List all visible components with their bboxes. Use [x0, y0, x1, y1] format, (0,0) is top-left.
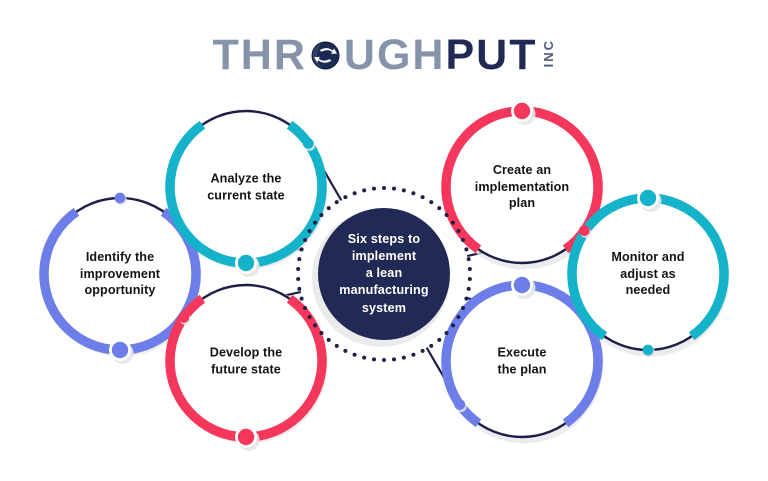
- small-dot-core: [578, 225, 590, 236]
- step-circle-execute-the-plan[interactable]: [441, 280, 604, 444]
- ring-dot: [437, 337, 442, 342]
- ring-dot: [382, 186, 386, 190]
- ring-dot: [319, 331, 324, 336]
- center-disc: [318, 208, 450, 340]
- ring-dot: [411, 352, 416, 357]
- big-dot-analyze-the-current-state[interactable]: [235, 252, 260, 277]
- ring-dot: [362, 188, 367, 193]
- small-dot-core: [114, 192, 126, 204]
- small-dot-core: [454, 399, 466, 410]
- ring-dot: [467, 267, 472, 271]
- ring-dot: [313, 323, 318, 328]
- ring-dot: [391, 357, 396, 362]
- ring-dot: [460, 237, 465, 242]
- diagram-canvas: [39, 100, 730, 451]
- ring-dot: [313, 220, 318, 225]
- big-dot-core: [513, 102, 531, 120]
- ring-dot: [319, 212, 324, 217]
- dotted-ring: [296, 186, 472, 362]
- small-dot-identify-the-improvement-opportunity[interactable]: [114, 192, 127, 206]
- small-dot-monitor-and-adjust-as-needed[interactable]: [642, 344, 655, 358]
- ring-dot: [382, 358, 386, 362]
- big-dot-core: [111, 341, 129, 359]
- center-hub: [296, 186, 472, 362]
- ring-dot: [299, 247, 304, 252]
- ring-dot: [299, 296, 304, 301]
- ring-dot: [326, 206, 331, 211]
- ring-dot: [444, 331, 449, 336]
- ring-dot: [307, 229, 312, 233]
- ring-dot: [352, 191, 357, 196]
- small-dot-core: [302, 138, 314, 149]
- throughput-inc-logo: THR UGH PUT INC: [0, 26, 768, 84]
- ring-dot: [307, 315, 312, 319]
- ring-dot: [456, 229, 461, 233]
- small-dot-develop-the-future-state[interactable]: [178, 312, 191, 325]
- ring-dot: [296, 267, 301, 271]
- ring-dot: [411, 191, 416, 196]
- logo-text-ugh: UGH: [343, 30, 446, 79]
- ring-dot: [372, 357, 377, 362]
- ring-dot: [464, 247, 469, 252]
- big-dot-core: [237, 254, 255, 272]
- step-circle-monitor-and-adjust-as-needed[interactable]: [567, 193, 730, 357]
- ring-dot: [464, 296, 469, 301]
- ring-dot: [297, 257, 302, 262]
- ring-dot: [444, 212, 449, 217]
- ring-dot: [391, 186, 396, 191]
- ring-dot: [296, 277, 301, 281]
- ring-dot: [437, 206, 442, 211]
- ring-dot: [420, 195, 425, 200]
- small-dot-core: [642, 344, 654, 356]
- logo-text-inc: INC: [541, 38, 557, 68]
- ring-dot: [450, 323, 455, 328]
- small-dot-analyze-the-current-state[interactable]: [302, 138, 316, 151]
- big-dot-develop-the-future-state[interactable]: [235, 426, 260, 451]
- big-dot-create-an-implementation-plan[interactable]: [511, 100, 536, 125]
- small-dot-execute-the-plan[interactable]: [454, 399, 467, 412]
- big-dot-execute-the-plan[interactable]: [511, 274, 536, 299]
- step-dots: [109, 100, 662, 451]
- ring-dot: [303, 306, 308, 311]
- big-dot-identify-the-improvement-opportunity[interactable]: [109, 339, 134, 364]
- ring-dot: [297, 286, 302, 291]
- logo-text-put: PUT: [445, 30, 538, 79]
- ring-dot: [372, 186, 377, 191]
- ring-dot: [362, 355, 367, 360]
- ring-dot: [326, 337, 331, 342]
- ring-dot: [401, 188, 406, 193]
- ring-dot: [429, 200, 434, 205]
- big-dot-monitor-and-adjust-as-needed[interactable]: [637, 187, 662, 212]
- ring-dot: [467, 277, 472, 281]
- ring-dot: [352, 352, 357, 357]
- ring-dot: [303, 237, 308, 242]
- ring-dot: [420, 348, 425, 353]
- step-circle-develop-the-future-state[interactable]: [165, 283, 328, 444]
- big-dot-core: [639, 189, 657, 207]
- ring-dot: [460, 306, 465, 311]
- step-circle-analyze-the-current-state[interactable]: [165, 109, 328, 270]
- logo-text-thr: THR: [212, 30, 307, 79]
- logo-wordmark: THR UGH PUT INC: [212, 30, 557, 79]
- ring-dot: [343, 348, 348, 353]
- big-dot-core: [513, 276, 531, 294]
- ring-dot: [401, 355, 406, 360]
- small-dot-core: [178, 312, 190, 323]
- ring-dot: [466, 286, 471, 291]
- ring-dot: [466, 257, 471, 262]
- big-dot-core: [237, 428, 255, 446]
- globe-arrows-icon: [308, 38, 343, 73]
- ring-dot: [334, 343, 339, 348]
- ring-dot: [450, 220, 455, 225]
- ring-dot: [456, 315, 461, 319]
- ring-dot: [429, 343, 434, 348]
- ring-dot: [343, 195, 348, 200]
- ring-dot: [334, 200, 339, 205]
- small-dot-create-an-implementation-plan[interactable]: [578, 225, 592, 238]
